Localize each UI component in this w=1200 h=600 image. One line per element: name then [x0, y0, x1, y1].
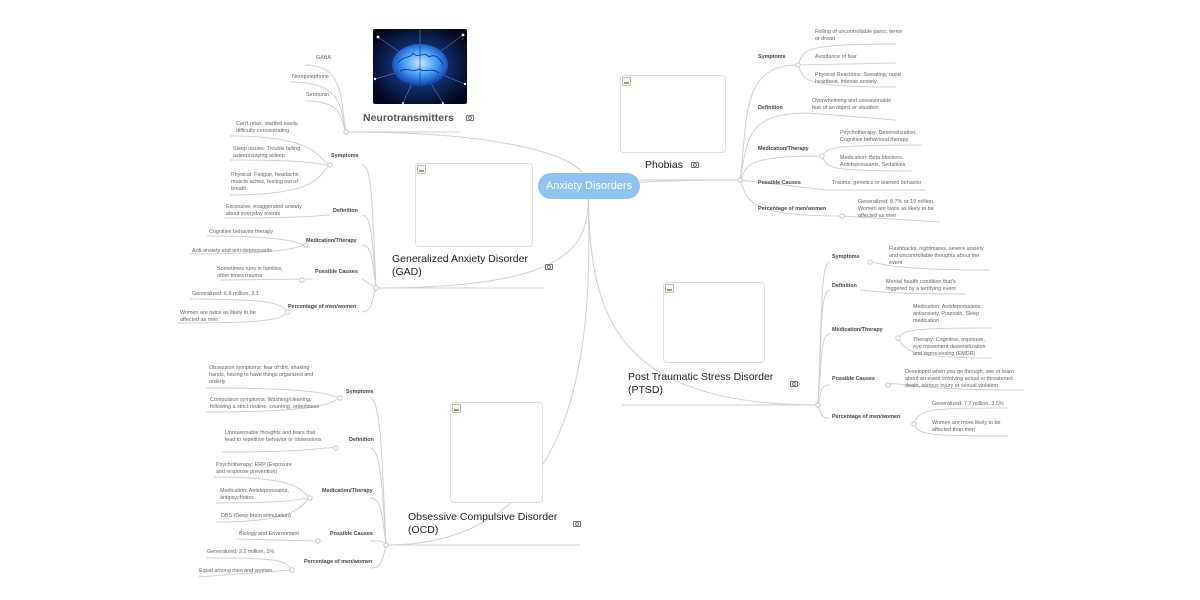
ocd-title[interactable]: Obsessive Compulsive Disorder (OCD): [408, 511, 558, 536]
phobias-symptom: Felling of uncontrollable panic, terror …: [815, 29, 903, 43]
ocd-definition-label[interactable]: Definition: [349, 437, 374, 443]
gad-causes: Sometimes runs in families, other times …: [217, 266, 283, 280]
ocd-medication: DBS (Deep brain stimulation): [221, 513, 291, 519]
image-icon: [466, 115, 474, 121]
neuro-item-norepinephrine: Norepinephrine: [292, 74, 329, 80]
gad-medication-label[interactable]: Medication/Therapy: [306, 238, 357, 244]
gad-definition: Excessive, exaggerated anxiety about eve…: [226, 204, 302, 218]
gad-symptom: Physical: Fatigue, headache, muscle ache…: [231, 172, 301, 193]
ptsd-causes: Developed when you go through, see or le…: [905, 369, 1015, 390]
ptsd-percentage: Women are more likely to be affected tha…: [932, 420, 1001, 434]
phobias-percentage-label[interactable]: Percentage of men/women: [758, 206, 827, 212]
phobias-percentage: Generalized: 8.7% or 19 million. Women a…: [858, 199, 935, 220]
ocd-medication-label[interactable]: Medication/Therapy: [322, 488, 373, 494]
phobias-image-placeholder: [620, 75, 726, 153]
gad-percentage: Women are twice as likely to be affected…: [180, 310, 256, 324]
ptsd-definition: Mental health condition that's triggered…: [886, 279, 956, 293]
ocd-percentage: Equal among men and women: [199, 568, 273, 574]
gad-symptom: Can't relax, startled easily, difficulty…: [236, 121, 299, 135]
phobias-causes-label[interactable]: Possible Causes: [758, 180, 801, 186]
broken-image-icon: [452, 404, 461, 413]
phobias-medication: Psychotherapy: Desensitization, Cognitiv…: [840, 130, 917, 144]
broken-image-icon: [417, 165, 426, 174]
brain-illustration: [373, 29, 467, 104]
image-icon: [790, 381, 798, 387]
gad-medication: Cognitive behavior therapy: [209, 229, 274, 235]
ocd-causes-label[interactable]: Possible Causes: [330, 531, 373, 537]
root-node[interactable]: Anxiety Disorders: [538, 173, 640, 199]
gad-image-placeholder: [415, 163, 533, 247]
ptsd-title[interactable]: Post Traumatic Stress Disorder (PTSD): [628, 371, 774, 396]
gad-symptom: Sleep issues: Trouble falling asleep/sta…: [233, 146, 301, 160]
ptsd-causes-label[interactable]: Possible Causes: [832, 376, 875, 382]
ocd-image-placeholder: [450, 402, 543, 503]
ptsd-medication: Medication: Antidepressants, antianxiety…: [913, 304, 982, 325]
ptsd-symptoms-label[interactable]: Symptoms: [832, 254, 860, 260]
phobias-definition: Overwhelming and unreasonable fear of an…: [812, 98, 892, 112]
gad-definition-label[interactable]: Definition: [333, 208, 358, 214]
phobias-medication-label[interactable]: Medication/Therapy: [758, 146, 809, 152]
ocd-medication: Psychotherapy: ERP (Exposure and respons…: [216, 462, 292, 476]
phobias-causes: Trauma, genetics or learned behavior: [832, 180, 922, 186]
ocd-symptom: Compulsion symptoms: Washing/cleaning, f…: [210, 397, 320, 411]
neurotransmitters-title[interactable]: Neurotransmitters: [363, 112, 455, 124]
gad-percentage: Generalized: 6.8 million, 3.1: [192, 291, 259, 297]
ocd-medication: Medication: Antidepressants, antipsychot…: [220, 488, 289, 502]
broken-image-icon: [622, 77, 631, 86]
ocd-causes: Biology and Environment: [239, 531, 299, 537]
ocd-symptom: Obsession symptoms: fear of dirt, shakin…: [209, 365, 314, 386]
ptsd-percentage-label[interactable]: Percentage of men/women: [832, 414, 901, 420]
gad-causes-label[interactable]: Possible Causes: [315, 269, 358, 275]
ptsd-image-placeholder: [663, 282, 765, 363]
gad-medication: Anti-anxiety and anti-depressants: [192, 248, 273, 254]
ptsd-medication-label[interactable]: Medication/Therapy: [832, 327, 883, 333]
ocd-percentage: Generalized: 2.2 million, 1%: [207, 549, 275, 555]
phobias-medication: Medication: Beta blockers, Antidepressan…: [840, 155, 906, 169]
phobias-symptoms-label[interactable]: Symptoms: [758, 54, 786, 60]
phobias-definition-label[interactable]: Definition: [758, 105, 783, 111]
ocd-symptoms-label[interactable]: Symptoms: [346, 389, 374, 395]
neuro-item-gaba: GABA: [316, 55, 331, 61]
phobias-symptom: Physical Reactions: Sweating, rapid hear…: [815, 72, 901, 86]
ocd-percentage-label[interactable]: Percentage of men/women: [304, 559, 373, 565]
image-icon: [545, 264, 553, 270]
gad-title[interactable]: Generalized Anxiety Disorder (GAD): [392, 253, 528, 278]
ptsd-symptom: Flashbacks, nightmares, severe anxiety a…: [889, 246, 984, 267]
image-icon: [691, 162, 699, 168]
gad-percentage-label[interactable]: Percentage of men/women: [288, 304, 357, 310]
phobias-symptom: Avoidance of fear: [815, 54, 857, 60]
ptsd-definition-label[interactable]: Definition: [832, 283, 857, 289]
phobias-title[interactable]: Phobias: [645, 159, 683, 171]
broken-image-icon: [665, 284, 674, 293]
neuro-item-serotonin: Serotonin: [306, 92, 330, 98]
ocd-definition: Unreasonable thoughts and fears that lea…: [225, 430, 322, 444]
gad-symptoms-label[interactable]: Symptoms: [331, 153, 359, 159]
ptsd-medication: Therapy: Cognitive, exposure, eye moveme…: [913, 337, 986, 358]
image-icon: [573, 521, 581, 527]
ptsd-percentage: Generalized: 7.7 million, 3.5%: [932, 401, 1004, 407]
